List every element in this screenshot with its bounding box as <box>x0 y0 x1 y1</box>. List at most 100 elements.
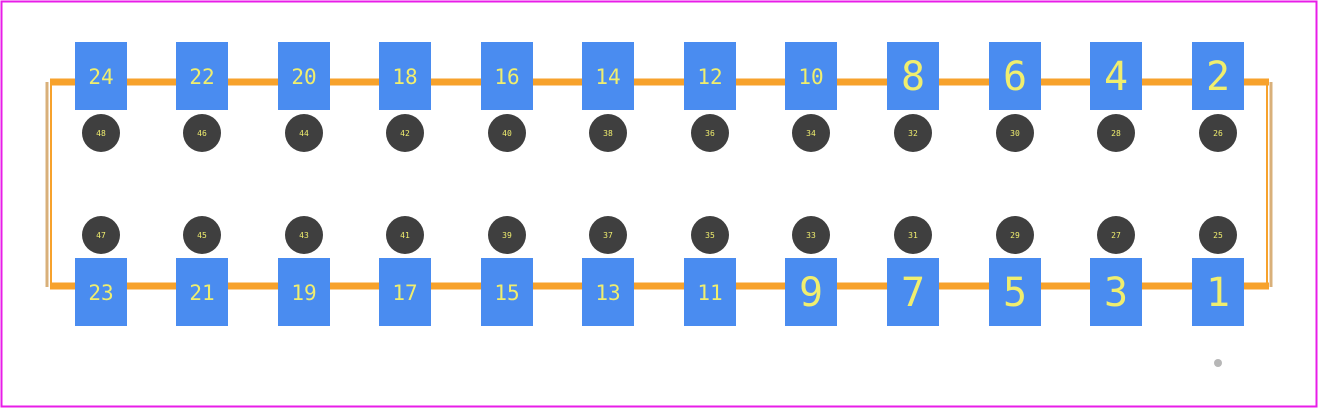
pad-number: 22 <box>189 65 214 89</box>
pad-number: 4 <box>1104 54 1128 100</box>
hole-number: 46 <box>197 129 207 138</box>
hole-circle <box>488 114 526 152</box>
hole: 41 <box>386 216 424 254</box>
pad-number: 1 <box>1206 270 1230 316</box>
pad: 2 <box>1192 42 1244 110</box>
hole: 29 <box>996 216 1034 254</box>
pad: 7 <box>887 258 939 326</box>
pad: 11 <box>684 258 736 326</box>
pad-rect <box>1090 258 1142 326</box>
hole-number: 25 <box>1213 231 1223 240</box>
hole-circle <box>386 216 424 254</box>
pad: 5 <box>989 258 1041 326</box>
hole: 46 <box>183 114 221 152</box>
hole-circle <box>996 114 1034 152</box>
hole-number: 26 <box>1213 129 1223 138</box>
pad: 9 <box>785 258 837 326</box>
hole: 35 <box>691 216 729 254</box>
hole-number: 44 <box>299 129 309 138</box>
pad-number: 19 <box>291 281 316 305</box>
pad-number: 8 <box>901 54 925 100</box>
pad-number: 5 <box>1003 270 1027 316</box>
hole-circle <box>996 216 1034 254</box>
pad-number: 18 <box>392 65 417 89</box>
pad: 18 <box>379 42 431 110</box>
hole: 32 <box>894 114 932 152</box>
hole-circle <box>1199 216 1237 254</box>
hole-number: 35 <box>705 231 715 240</box>
pad: 21 <box>176 258 228 326</box>
pad-rect <box>176 42 228 110</box>
hole-number: 48 <box>96 129 106 138</box>
hole-circle <box>183 114 221 152</box>
pad-rect <box>481 258 533 326</box>
pad-rect <box>989 258 1041 326</box>
hole-circle <box>894 114 932 152</box>
hole: 43 <box>285 216 323 254</box>
hole-circle <box>285 216 323 254</box>
hole-circle <box>1097 216 1135 254</box>
hole-number: 47 <box>96 231 106 240</box>
hole-circle <box>82 216 120 254</box>
hole-circle <box>386 114 424 152</box>
pad: 16 <box>481 42 533 110</box>
hole-number: 43 <box>299 231 309 240</box>
pad-rect <box>582 42 634 110</box>
hole-number: 37 <box>603 231 613 240</box>
hole: 27 <box>1097 216 1135 254</box>
hole-circle <box>691 114 729 152</box>
pad-rect <box>684 42 736 110</box>
pad-rect <box>176 258 228 326</box>
hole-circle <box>792 114 830 152</box>
hole-circle <box>488 216 526 254</box>
pad-rect <box>989 42 1041 110</box>
hole-circle <box>589 114 627 152</box>
hole: 42 <box>386 114 424 152</box>
hole-number: 38 <box>603 129 613 138</box>
hole-circle <box>894 216 932 254</box>
hole: 45 <box>183 216 221 254</box>
hole-number: 34 <box>806 129 816 138</box>
pad-rect <box>379 258 431 326</box>
pad-number: 24 <box>88 65 113 89</box>
pad-number: 12 <box>697 65 722 89</box>
pad-number: 13 <box>595 281 620 305</box>
hole-number: 39 <box>502 231 512 240</box>
pad-number: 7 <box>901 270 925 316</box>
pad-rect <box>887 258 939 326</box>
pad: 10 <box>785 42 837 110</box>
hole-number: 27 <box>1111 231 1121 240</box>
silkscreen-outline <box>50 78 1269 290</box>
hole: 44 <box>285 114 323 152</box>
pad: 24 <box>75 42 127 110</box>
hole-circle <box>691 216 729 254</box>
pad-number: 14 <box>595 65 620 89</box>
pad-number: 23 <box>88 281 113 305</box>
pad-rect <box>785 42 837 110</box>
hole-number: 30 <box>1010 129 1020 138</box>
hole: 48 <box>82 114 120 152</box>
pad-rect <box>1090 42 1142 110</box>
hole-circle <box>1199 114 1237 152</box>
hole-number: 29 <box>1010 231 1020 240</box>
hole-number: 33 <box>806 231 816 240</box>
hole: 34 <box>792 114 830 152</box>
pad-rect <box>379 42 431 110</box>
hole-number: 31 <box>908 231 918 240</box>
pad-rect <box>75 42 127 110</box>
pad-rect <box>582 258 634 326</box>
pad-rect <box>785 258 837 326</box>
pad-rect <box>278 258 330 326</box>
hole-circle <box>285 114 323 152</box>
hole: 33 <box>792 216 830 254</box>
pad-number: 9 <box>799 270 823 316</box>
hole: 30 <box>996 114 1034 152</box>
hole-circle <box>792 216 830 254</box>
pad: 6 <box>989 42 1041 110</box>
origin-marker <box>1214 359 1222 367</box>
pad: 23 <box>75 258 127 326</box>
